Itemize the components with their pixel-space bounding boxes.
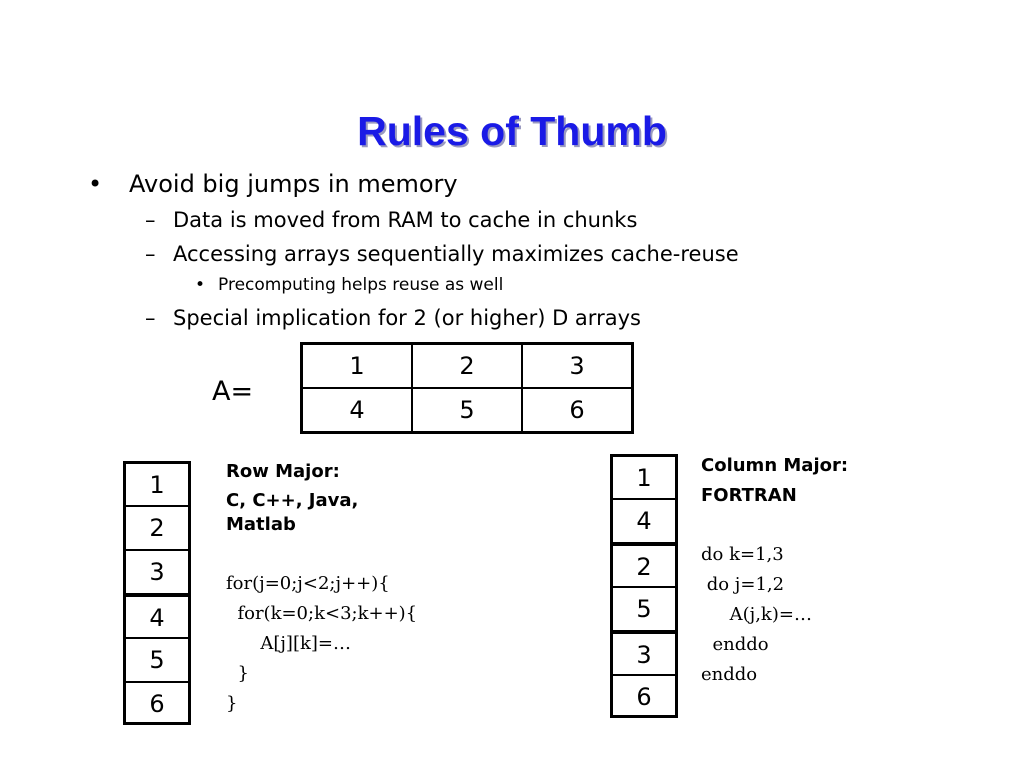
column-major-heading: Column Major:: [701, 455, 849, 476]
memory-cell: 4: [126, 593, 188, 637]
bullet-text: Avoid big jumps in memory: [129, 170, 458, 198]
memory-cell: 6: [613, 674, 675, 718]
code-line: do j=1,2: [701, 574, 785, 595]
matrix-cell: 4: [300, 387, 413, 434]
matrix-cell: 1: [300, 342, 413, 389]
sub-bullet-text: Accessing arrays sequentially maximizes …: [173, 242, 739, 266]
column-major-language: FORTRAN: [701, 485, 797, 506]
matrix-row: 4 5 6: [300, 387, 634, 434]
dash-marker: –: [145, 208, 156, 232]
code-line: }: [226, 663, 249, 684]
row-major-memory-column: 1 2 3 4 5 6: [123, 461, 191, 725]
matrix-label: A=: [212, 376, 254, 407]
memory-cell: 4: [613, 498, 675, 542]
matrix-row: 1 2 3: [300, 342, 634, 389]
memory-cell: 5: [126, 637, 188, 681]
sub-sub-bullet-text: Precomputing helps reuse as well: [218, 275, 504, 295]
memory-cell: 1: [126, 461, 188, 505]
sub-bullet-text: Special implication for 2 (or higher) D …: [173, 306, 641, 330]
sub-bullet-text: Data is moved from RAM to cache in chunk…: [173, 208, 638, 232]
code-line: for(k=0;k<3;k++){: [226, 603, 418, 624]
memory-cell: 2: [613, 542, 675, 586]
code-line: do k=1,3: [701, 544, 784, 565]
matrix-table: 1 2 3 4 5 6: [300, 342, 634, 434]
code-line: A(j,k)=…: [701, 604, 812, 625]
code-line: }: [226, 693, 238, 714]
row-major-languages-line2: Matlab: [226, 514, 296, 535]
memory-cell: 3: [613, 630, 675, 674]
memory-cell: 2: [126, 505, 188, 549]
code-line: A[j][k]=…: [226, 633, 351, 654]
bullet-marker: •: [88, 170, 103, 198]
code-line: for(j=0;j<2;j++){: [226, 573, 390, 594]
memory-cell: 6: [126, 681, 188, 725]
matrix-cell: 5: [411, 387, 523, 434]
column-major-code: do k=1,3 do j=1,2 A(j,k)=… enddo enddo: [701, 540, 812, 690]
slide-title: Rules of Thumb: [357, 108, 667, 154]
column-major-memory-column: 1 4 2 5 3 6: [610, 454, 678, 718]
dash-marker: –: [145, 242, 156, 266]
memory-cell: 5: [613, 586, 675, 630]
bullet-marker: •: [195, 275, 206, 295]
row-major-code: for(j=0;j<2;j++){ for(k=0;k<3;k++){ A[j]…: [226, 569, 417, 719]
matrix-cell: 6: [521, 387, 634, 434]
row-major-heading: Row Major:: [226, 461, 340, 482]
code-line: enddo: [701, 634, 769, 655]
matrix-cell: 2: [411, 342, 523, 389]
memory-cell: 1: [613, 454, 675, 498]
matrix-cell: 3: [521, 342, 634, 389]
code-line: enddo: [701, 664, 758, 685]
row-major-languages-line1: C, C++, Java,: [226, 490, 359, 511]
dash-marker: –: [145, 306, 156, 330]
memory-cell: 3: [126, 549, 188, 593]
